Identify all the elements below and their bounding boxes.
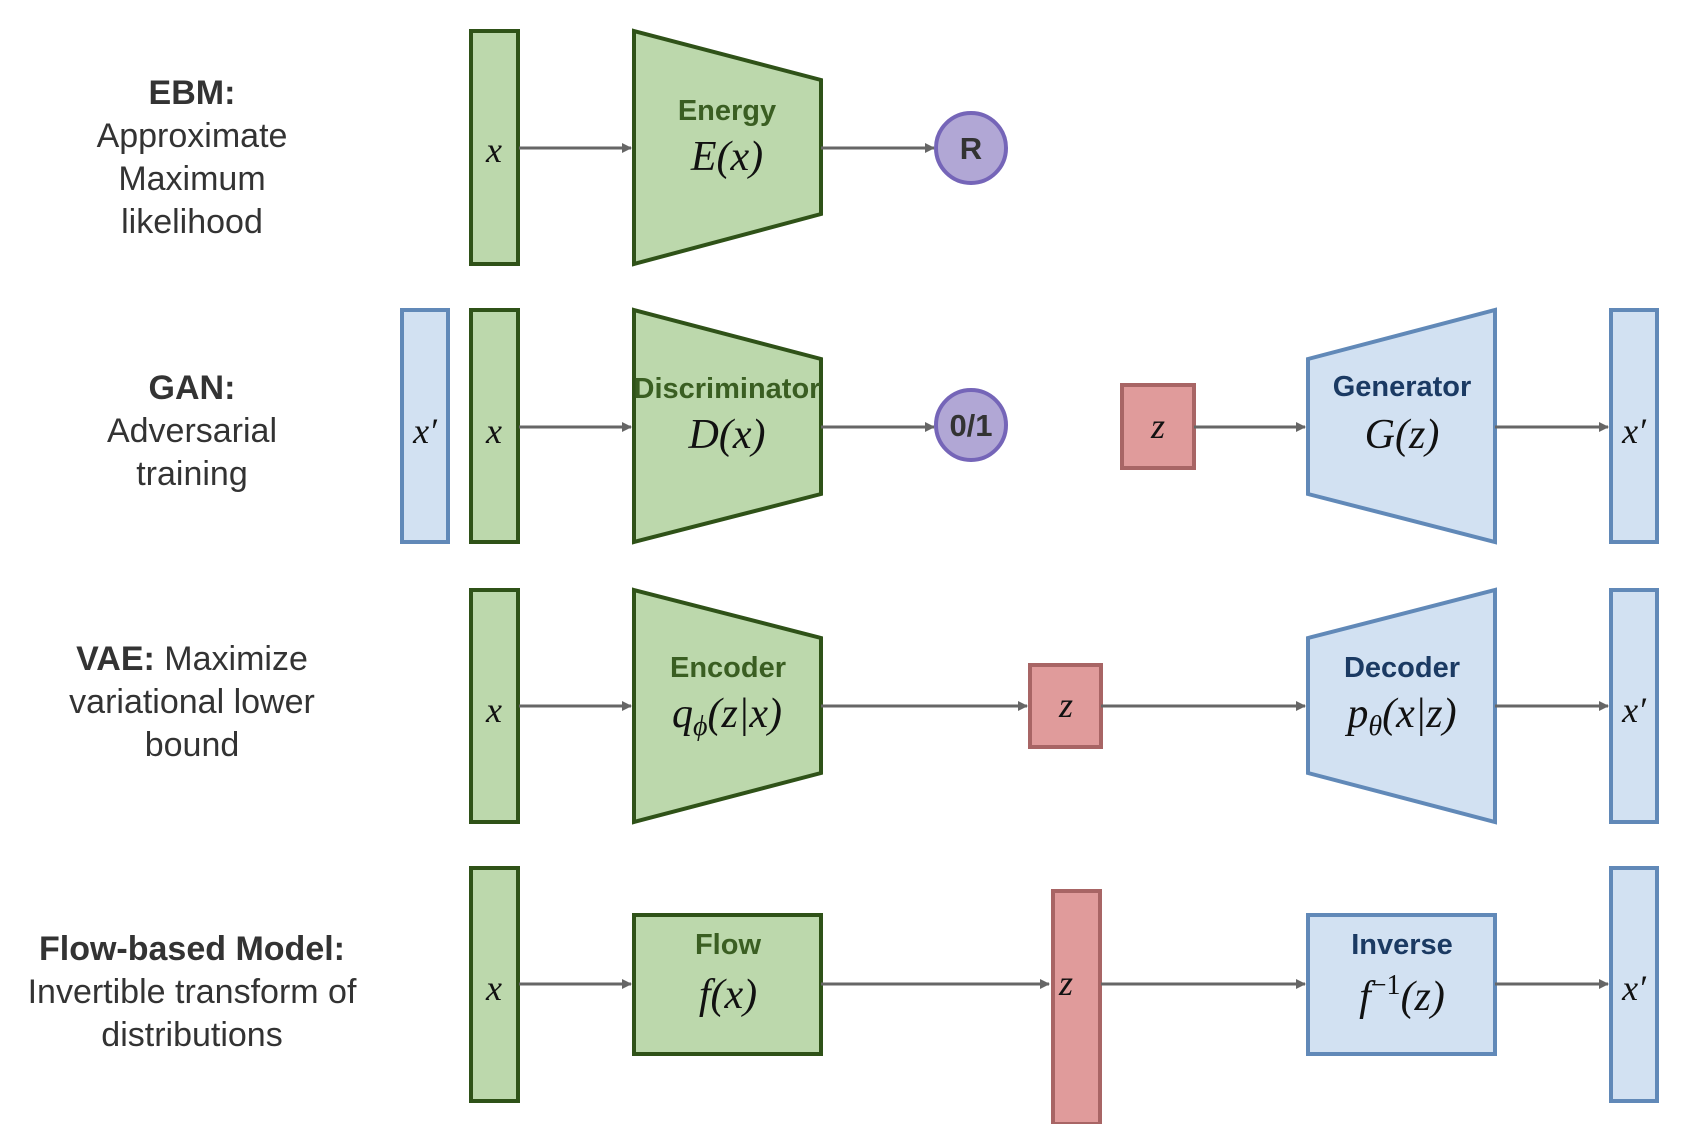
vae-latent-z-text: z bbox=[1058, 685, 1073, 725]
ebm-energy-title: Energy bbox=[678, 95, 776, 127]
flow-generated-x-prime-box bbox=[1609, 866, 1659, 1103]
flow-label-title: Flow-based Model: bbox=[39, 930, 345, 968]
ebm-row: x Energy E(x) R bbox=[469, 28, 1008, 267]
gan-discriminator-title: Discriminator bbox=[634, 373, 821, 405]
vae-decoder-func-args: (x|z) bbox=[1382, 691, 1457, 737]
ebm-label-line: Approximate bbox=[96, 117, 288, 155]
flow-row: x Flow f(x) z Inverse f−1(z) x′ bbox=[469, 866, 1659, 1124]
gan-row: x′ x Discriminator D(x) 0/1 z Generator … bbox=[400, 307, 1659, 545]
gan-label-line: training bbox=[136, 455, 248, 493]
vae-encoder-network bbox=[632, 587, 823, 825]
flow-latent-z-text: z bbox=[1058, 963, 1073, 1003]
vae-input-x-text: x bbox=[485, 690, 502, 730]
vae-encoder-func: qϕ(z|x) bbox=[672, 691, 782, 742]
ebm-output-r-text: R bbox=[960, 131, 982, 166]
gan-output-circle bbox=[934, 388, 1008, 462]
gan-latent-z-box bbox=[1120, 383, 1196, 470]
gan-fake-x-prime-text: x′ bbox=[412, 411, 438, 451]
gan-label: GAN: Adversarial training bbox=[2, 367, 382, 496]
gan-generated-x-prime-box bbox=[1609, 308, 1659, 544]
vae-encoder-func-args: (z|x) bbox=[707, 691, 782, 737]
ebm-label-title: EBM: bbox=[148, 74, 236, 112]
ebm-input-x-box bbox=[469, 29, 520, 266]
ebm-energy-network bbox=[632, 28, 823, 267]
vae-generated-x-prime-box bbox=[1609, 588, 1659, 824]
gan-generator-func: G(z) bbox=[1365, 412, 1440, 458]
vae-row: x Encoder qϕ(z|x) z Decoder pθ(x|z) x′ bbox=[469, 587, 1659, 825]
ebm-label-line: likelihood bbox=[121, 203, 263, 241]
ebm-label: EBM: Approximate Maximum likelihood bbox=[2, 72, 382, 244]
vae-encoder-title: Encoder bbox=[670, 652, 786, 684]
vae-decoder-func: pθ(x|z) bbox=[1344, 691, 1456, 742]
gan-output-text: 0/1 bbox=[949, 408, 992, 443]
vae-decoder-func-p: p bbox=[1344, 691, 1368, 737]
flow-label-line: distributions bbox=[101, 1016, 283, 1054]
flow-latent-z-box bbox=[1051, 889, 1102, 1124]
gan-input-x-box bbox=[469, 308, 520, 544]
gan-discriminator-network bbox=[632, 307, 823, 545]
flow-label: Flow-based Model: Invertible transform o… bbox=[2, 928, 382, 1057]
ebm-label-line: Maximum bbox=[118, 160, 266, 198]
gan-generator-title: Generator bbox=[1333, 371, 1472, 403]
vae-decoder-func-sub: θ bbox=[1368, 711, 1382, 742]
gan-fake-x-prime-box bbox=[400, 308, 450, 544]
gan-input-x-text: x bbox=[485, 411, 502, 451]
flow-network-func: f(x) bbox=[699, 972, 757, 1018]
flow-inverse-title: Inverse bbox=[1351, 929, 1453, 961]
ebm-input-x-text: x bbox=[485, 130, 502, 170]
flow-input-x-text: x bbox=[485, 968, 502, 1008]
flow-inverse-func-sup: −1 bbox=[1371, 970, 1401, 1001]
flow-network-title: Flow bbox=[695, 929, 761, 961]
vae-label-line: bound bbox=[144, 726, 240, 764]
gan-latent-z-text: z bbox=[1150, 406, 1165, 446]
ebm-output-r-circle bbox=[934, 111, 1008, 185]
vae-label-title: VAE: bbox=[76, 640, 155, 678]
flow-input-x-box bbox=[469, 866, 520, 1103]
gan-label-title: GAN: bbox=[148, 369, 236, 407]
flow-generated-x-prime-text: x′ bbox=[1621, 968, 1647, 1008]
gan-discriminator-func: D(x) bbox=[688, 412, 766, 458]
vae-label-inline: Maximize bbox=[154, 640, 308, 678]
flow-label-line: Invertible transform of bbox=[27, 973, 357, 1011]
vae-encoder-func-sub: ϕ bbox=[693, 711, 708, 742]
vae-decoder-title: Decoder bbox=[1344, 652, 1460, 684]
gan-generator-network bbox=[1306, 307, 1497, 545]
flow-inverse-func-args: (z) bbox=[1401, 974, 1445, 1020]
gan-generated-x-prime-text: x′ bbox=[1621, 411, 1647, 451]
flow-network-box bbox=[632, 913, 823, 1056]
gan-label-line: Adversarial bbox=[106, 412, 278, 450]
vae-decoder-network bbox=[1306, 587, 1497, 825]
vae-encoder-func-q: q bbox=[672, 691, 693, 737]
flow-inverse-box bbox=[1306, 913, 1497, 1056]
ebm-energy-func: E(x) bbox=[690, 134, 763, 180]
vae-input-x-box bbox=[469, 588, 520, 824]
vae-label-line: variational lower bbox=[69, 683, 315, 721]
vae-label: VAE: Maximize variational lower bound bbox=[2, 638, 382, 767]
vae-generated-x-prime-text: x′ bbox=[1621, 690, 1647, 730]
